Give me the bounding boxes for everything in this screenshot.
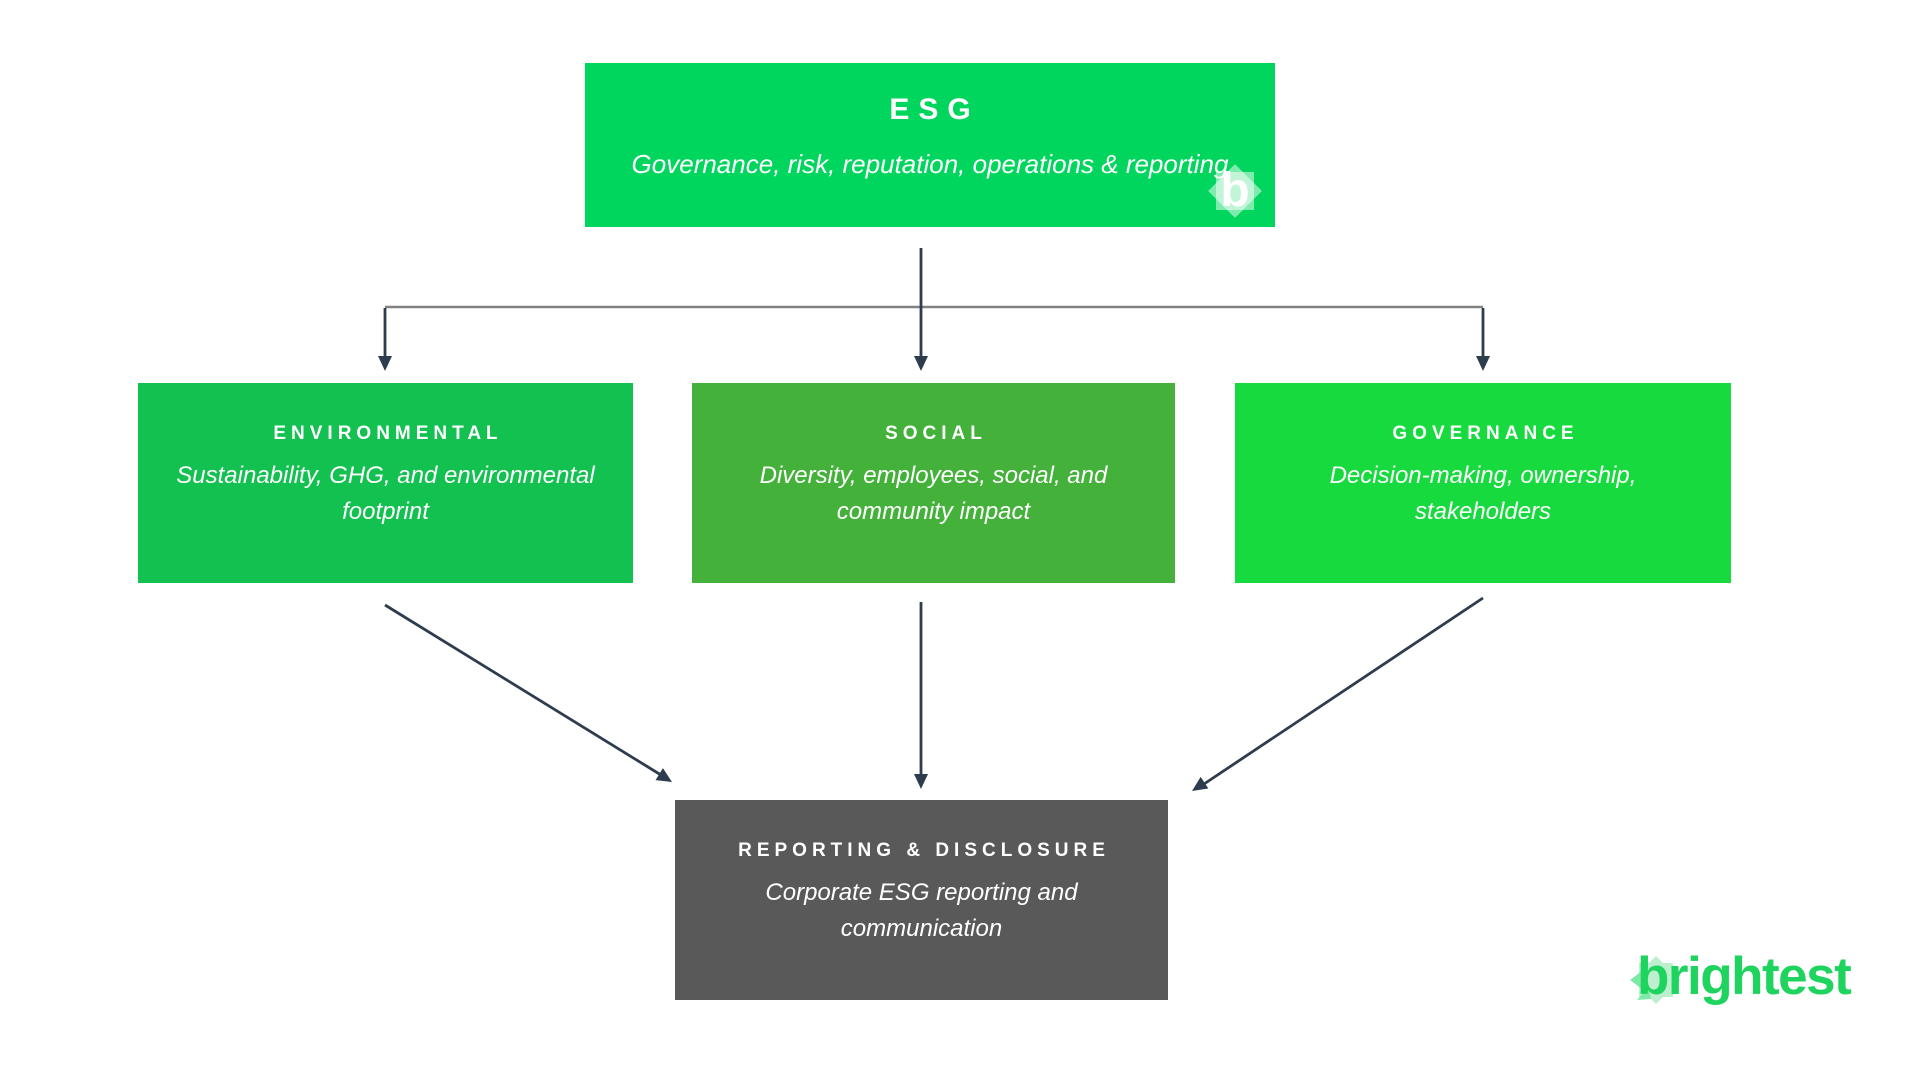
environmental-subtitle: Sustainability, GHG, and environmental f… — [176, 461, 595, 525]
governance-subtitle: Decision-making, ownership, stakeholders — [1329, 461, 1637, 525]
environmental-title: ENVIRONMENTAL — [273, 422, 503, 444]
governance-title: GOVERNANCE — [1392, 422, 1579, 444]
social-subtitle: Diversity, employees, social, and commun… — [759, 461, 1108, 525]
reporting-disclosure-title: REPORTING & DISCLOSURE — [738, 839, 1110, 861]
social-box: SOCIAL Diversity, employees, social, and… — [692, 383, 1175, 583]
brightest-starburst-icon — [1630, 955, 1681, 1005]
arrowhead-environmental — [378, 356, 392, 371]
badge-b-letter: b — [1220, 163, 1250, 217]
brightest-logo: brightest — [1620, 938, 1860, 1020]
esg-title: ESG — [889, 92, 980, 126]
arrowhead-reporting-center — [914, 774, 928, 789]
arrowhead-governance — [1476, 356, 1490, 371]
esg-subtitle: Governance, risk, reputation, operations… — [631, 148, 1229, 179]
reporting-disclosure-box: REPORTING & DISCLOSURE Corporate ESG rep… — [675, 800, 1168, 1000]
brightest-wordmark: brightest — [1637, 947, 1852, 1006]
reporting-disclosure-subtitle: Corporate ESG reporting and communicatio… — [765, 878, 1078, 942]
brightest-badge: b — [1197, 153, 1273, 229]
arrowhead-reporting-left — [655, 768, 672, 782]
social-title: SOCIAL — [885, 422, 987, 444]
arrowhead-reporting-right — [1192, 776, 1209, 791]
arrow-governance-to-reporting-line — [1203, 596, 1484, 786]
governance-box: GOVERNANCE Decision-making, ownership, s… — [1235, 383, 1731, 583]
arrowhead-social — [914, 356, 928, 371]
starburst-icon — [1208, 164, 1262, 218]
environmental-box: ENVIRONMENTAL Sustainability, GHG, and e… — [138, 383, 633, 583]
arrow-environmental-to-reporting-line — [384, 603, 662, 777]
esg-root-box: ESG Governance, risk, reputation, operat… — [585, 63, 1275, 227]
